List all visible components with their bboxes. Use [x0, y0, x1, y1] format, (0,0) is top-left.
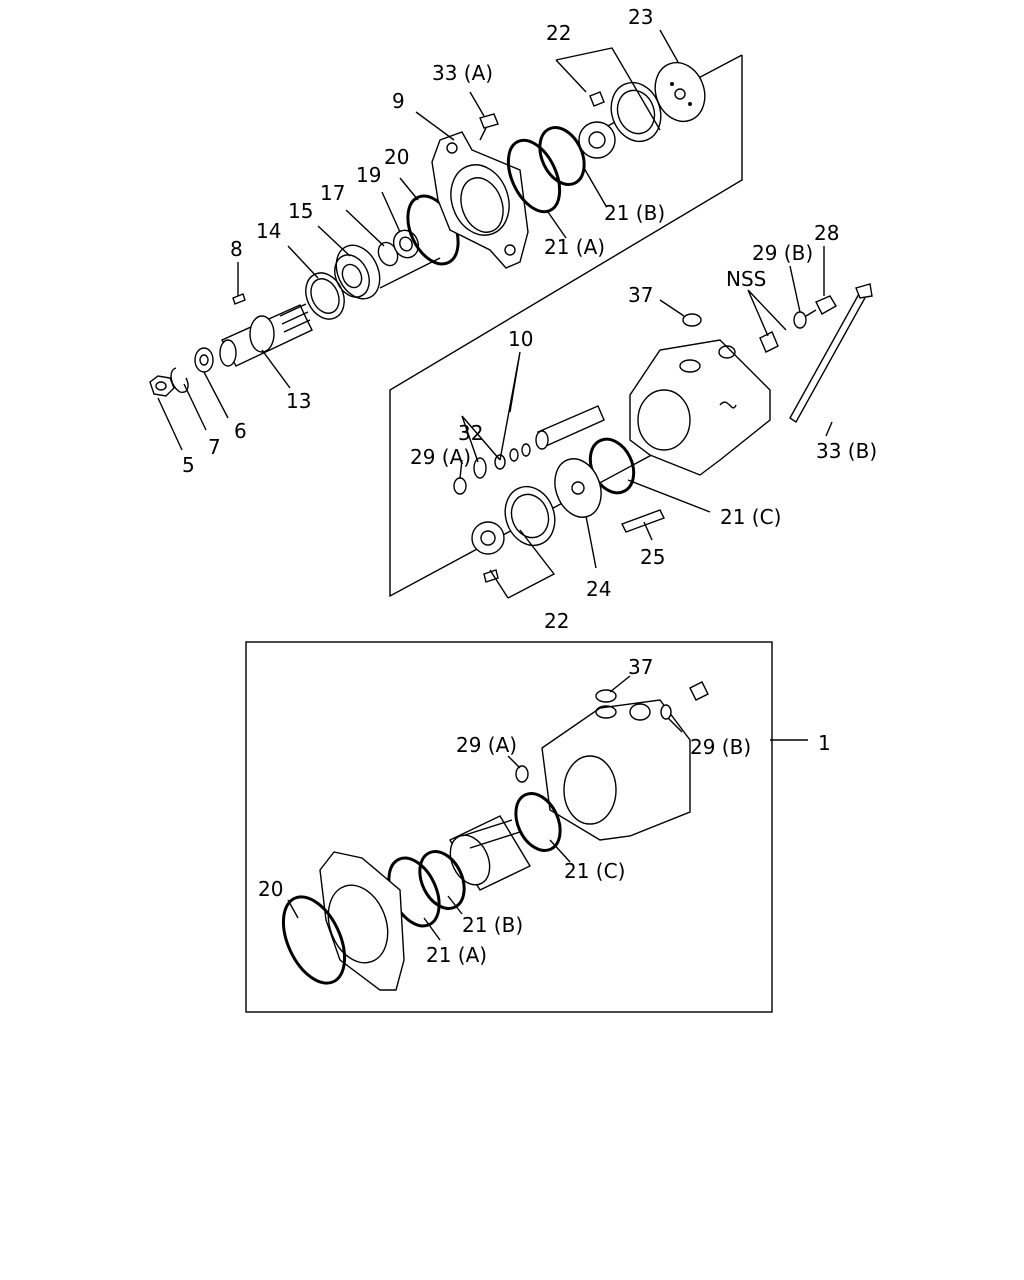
label-14: 14: [256, 219, 281, 243]
label-25: 25: [640, 545, 665, 569]
label-21c-box: 21 (C): [564, 859, 625, 883]
plate-part-23: [654, 61, 706, 123]
plate-part-24: [554, 458, 602, 518]
pump-body-upper: [629, 339, 771, 476]
label-7: 7: [208, 435, 221, 459]
label-6: 6: [234, 419, 247, 443]
o-ring-part-29b-top: [793, 311, 807, 329]
cover-part-9: [431, 131, 529, 269]
o-ring-part-37-top: [682, 313, 702, 327]
label-37-top: 37: [628, 283, 653, 307]
label-10: 10: [508, 327, 533, 351]
label-21b-box: 21 (B): [462, 913, 523, 937]
snap-ring-part-14: [305, 272, 345, 320]
box-plug-29b: [660, 681, 709, 720]
label-29b-top: 29 (B): [752, 241, 813, 265]
label-nss: NSS: [726, 267, 766, 291]
o-ring-part-29a-top: [453, 477, 467, 495]
gear-set-part-22-bottom: [471, 485, 556, 583]
box-o-ring-29a: [515, 765, 529, 783]
box-o-ring-21c: [514, 792, 562, 852]
label-22-top: 22: [546, 21, 571, 45]
label-37-box: 37: [628, 655, 653, 679]
plug-nss: [759, 331, 779, 353]
label-22-bottom: 22: [544, 609, 569, 633]
label-9: 9: [392, 89, 405, 113]
label-21a-top: 21 (A): [544, 235, 605, 259]
label-13: 13: [286, 389, 311, 413]
assembly-box-1: [245, 641, 773, 1013]
box-gear-cartridge: [449, 815, 531, 891]
label-29b-box: 29 (B): [690, 735, 751, 759]
label-21b-top: 21 (B): [604, 201, 665, 225]
label-24: 24: [586, 577, 611, 601]
leader-lines-box: [287, 675, 808, 941]
label-17: 17: [320, 181, 345, 205]
nut-part-5: [149, 375, 175, 397]
snap-ring-part-7: [170, 367, 189, 393]
part-labels: 33 (A) 22 23 9 20 19 17 15 14 8 13 5 7 6…: [182, 5, 877, 967]
label-28: 28: [814, 221, 839, 245]
label-33b: 33 (B): [816, 439, 877, 463]
gear-set-part-22-top: [578, 81, 662, 159]
plug-part-28: [805, 295, 837, 317]
key-part-8: [232, 293, 246, 305]
label-33a-top: 33 (A): [432, 61, 493, 85]
bolt-part-33b: [789, 283, 873, 424]
box-o-ring-21b: [418, 850, 466, 910]
valve-part-10: [535, 405, 605, 450]
label-21c-top: 21 (C): [720, 505, 781, 529]
washer-part-6: [194, 347, 214, 373]
bearing-part-15: [334, 244, 381, 300]
label-32: 32: [458, 421, 483, 445]
bolt-part-33a: [479, 113, 499, 141]
small-rings-part-32: [473, 443, 531, 479]
label-29a-top: 29 (A): [410, 445, 471, 469]
box-cover: [319, 851, 405, 991]
box-o-ring-37: [595, 689, 617, 703]
o-ring-part-21a-top: [506, 138, 562, 214]
label-29a-box: 29 (A): [456, 733, 517, 757]
label-19: 19: [356, 163, 381, 187]
label-23: 23: [628, 5, 653, 29]
label-21a-box: 21 (A): [426, 943, 487, 967]
leader-lines-upper: [157, 29, 833, 599]
label-20-top: 20: [384, 145, 409, 169]
box-o-ring-20: [281, 895, 347, 985]
box-pump-body: [541, 699, 691, 841]
label-5: 5: [182, 453, 195, 477]
pin-part-25: [621, 509, 665, 533]
label-1: 1: [818, 731, 831, 755]
label-8: 8: [230, 237, 243, 261]
label-20-box: 20: [258, 877, 283, 901]
shaft-part-13: [219, 303, 313, 367]
label-15: 15: [288, 199, 313, 223]
